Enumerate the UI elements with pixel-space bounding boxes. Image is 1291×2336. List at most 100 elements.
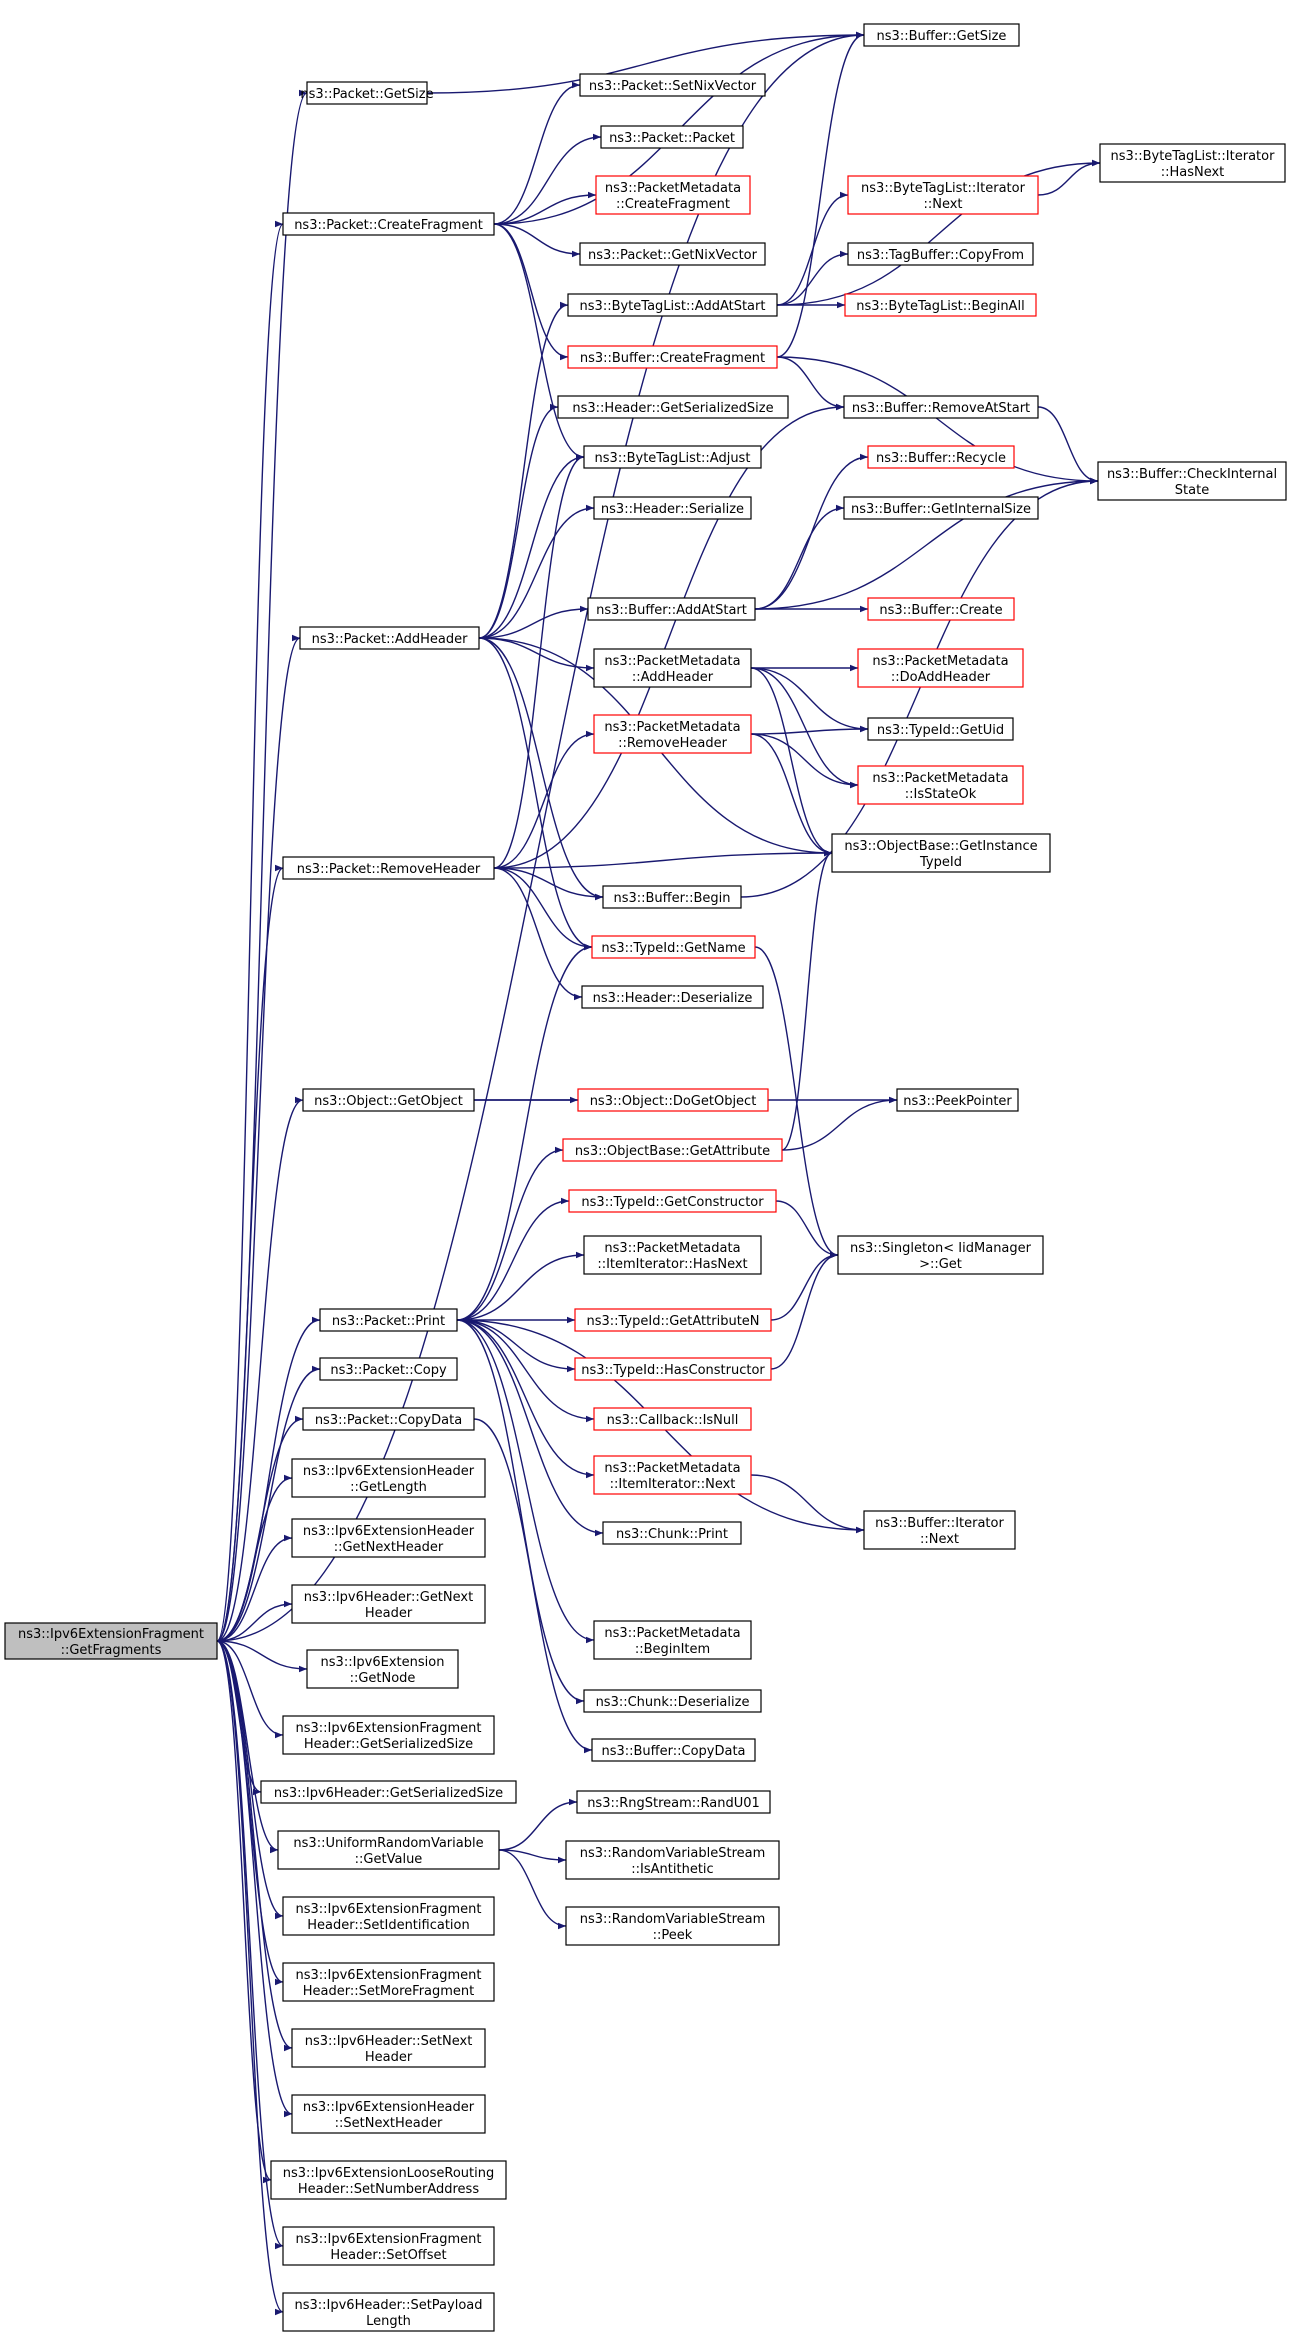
node-packet-copy[interactable]: ns3::Packet::Copy xyxy=(319,1357,458,1381)
node-packet-createfragment[interactable]: ns3::Packet::CreateFragment xyxy=(282,212,495,236)
edge-packet-removeheader-to-typeid-getname xyxy=(493,867,593,951)
node-objectbase-getattribute[interactable]: ns3::ObjectBase::GetAttribute xyxy=(562,1138,783,1162)
node-root[interactable]: ns3::Ipv6ExtensionFragment::GetFragments xyxy=(4,1622,218,1660)
node-box xyxy=(867,717,1014,741)
node-ipv6extfraghdr-setmorefragment[interactable]: ns3::Ipv6ExtensionFragmentHeader::SetMor… xyxy=(282,1962,495,2002)
node-buffer-iterator-next[interactable]: ns3::Buffer::Iterator::Next xyxy=(863,1510,1016,1550)
node-buffer-copydata[interactable]: ns3::Buffer::CopyData xyxy=(591,1738,756,1762)
node-packet-getsize[interactable]: ns3::Packet::GetSize xyxy=(300,81,434,105)
node-label: ns3::Packet::Copy xyxy=(330,1363,447,1378)
node-ipv6hdr-getnextheader[interactable]: ns3::Ipv6Header::GetNextHeader xyxy=(291,1584,486,1624)
node-label: ns3::PacketMetadata xyxy=(604,1241,740,1256)
node-box xyxy=(574,1357,772,1381)
node-header-getserializedsize[interactable]: ns3::Header::GetSerializedSize xyxy=(557,395,789,419)
node-header-deserialize[interactable]: ns3::Header::Deserialize xyxy=(581,985,764,1009)
node-box xyxy=(593,496,752,520)
edge-packet-addheader-to-typeid-getname xyxy=(478,637,593,951)
node-typeid-getname[interactable]: ns3::TypeId::GetName xyxy=(591,935,756,959)
node-buffer-create[interactable]: ns3::Buffer::Create xyxy=(867,597,1015,621)
node-buffer-removeatstart[interactable]: ns3::Buffer::RemoveAtStart xyxy=(843,395,1039,419)
node-typeid-getuid[interactable]: ns3::TypeId::GetUid xyxy=(867,717,1014,741)
node-pm-removeheader[interactable]: ns3::PacketMetadata::RemoveHeader xyxy=(593,714,752,754)
node-typeid-getconstructor[interactable]: ns3::TypeId::GetConstructor xyxy=(568,1189,777,1213)
node-label: ns3::Chunk::Deserialize xyxy=(596,1695,750,1710)
node-label: ns3::Object::DoGetObject xyxy=(590,1094,757,1109)
node-typeid-hasconstructor[interactable]: ns3::TypeId::HasConstructor xyxy=(574,1357,772,1381)
node-packet-addheader[interactable]: ns3::Packet::AddHeader xyxy=(299,626,480,650)
node-box xyxy=(565,1906,780,1946)
node-btl-iter-next[interactable]: ns3::ByteTagList::Iterator::Next xyxy=(847,175,1039,215)
edge-packet-createfragment-to-setnixvector xyxy=(493,81,581,225)
node-pm-doaddheader[interactable]: ns3::PacketMetadata::DoAddHeader xyxy=(857,648,1024,688)
node-btl-addatstart[interactable]: ns3::ByteTagList::AddAtStart xyxy=(567,293,778,317)
node-tagbuffer-copyfrom[interactable]: ns3::TagBuffer::CopyFrom xyxy=(847,242,1034,266)
node-label: ns3::ByteTagList::BeginAll xyxy=(856,299,1024,314)
node-ipv6ext-getnode[interactable]: ns3::Ipv6Extension::GetNode xyxy=(306,1649,459,1689)
node-setnixvector[interactable]: ns3::Packet::SetNixVector xyxy=(579,73,766,97)
node-rvs-isantithetic[interactable]: ns3::RandomVariableStream::IsAntithetic xyxy=(565,1840,780,1880)
node-pm-createfragment[interactable]: ns3::PacketMetadata::CreateFragment xyxy=(595,175,751,215)
node-ipv6exthdr-getlength[interactable]: ns3::Ipv6ExtensionHeader::GetLength xyxy=(291,1458,486,1498)
node-label: ns3::PacketMetadata xyxy=(604,720,740,735)
node-object-dogetobject[interactable]: ns3::Object::DoGetObject xyxy=(577,1088,769,1112)
node-buffer-getinternalsize[interactable]: ns3::Buffer::GetInternalSize xyxy=(843,496,1039,520)
node-callback-isnull[interactable]: ns3::Callback::IsNull xyxy=(593,1407,752,1431)
node-layer: ns3::Ipv6ExtensionFragment::GetFragments… xyxy=(4,23,1287,2332)
node-box xyxy=(867,445,1015,469)
node-pm-isstateok[interactable]: ns3::PacketMetadata::IsStateOk xyxy=(857,765,1024,805)
node-rvs-peek[interactable]: ns3::RandomVariableStream::Peek xyxy=(565,1906,780,1946)
node-ipv6exthdr-setnextheader[interactable]: ns3::Ipv6ExtensionHeader::SetNextHeader xyxy=(291,2094,486,2134)
node-btl-iter-hasnext[interactable]: ns3::ByteTagList::Iterator::HasNext xyxy=(1099,143,1286,183)
node-ipv6hdr-getserializedsize[interactable]: ns3::Ipv6Header::GetSerializedSize xyxy=(260,1780,517,1804)
node-label: ::HasNext xyxy=(1161,165,1225,180)
edge-root-to-packet-removeheader xyxy=(216,864,284,1642)
node-chunk-print[interactable]: ns3::Chunk::Print xyxy=(602,1521,742,1545)
node-pm-itemiter-hasnext[interactable]: ns3::PacketMetadata::ItemIterator::HasNe… xyxy=(583,1235,762,1275)
node-label: ns3::Buffer::RemoveAtStart xyxy=(852,401,1030,416)
node-packet-packet[interactable]: ns3::Packet::Packet xyxy=(600,125,744,149)
node-label: ns3::TypeId::GetAttributeN xyxy=(586,1314,759,1329)
node-peekpointer[interactable]: ns3::PeekPointer xyxy=(896,1088,1019,1112)
node-ipv6extfraghdr-setoffset[interactable]: ns3::Ipv6ExtensionFragmentHeader::SetOff… xyxy=(282,2226,495,2266)
node-pm-beginitem[interactable]: ns3::PacketMetadata::BeginItem xyxy=(593,1620,752,1660)
node-typeid-getattributen[interactable]: ns3::TypeId::GetAttributeN xyxy=(574,1308,772,1332)
node-ipv6extlooserouting-setnumberaddress[interactable]: ns3::Ipv6ExtensionLooseRoutingHeader::Se… xyxy=(270,2160,507,2200)
node-box xyxy=(260,1780,517,1804)
node-label: ::Next xyxy=(920,1532,959,1547)
node-packet-print[interactable]: ns3::Packet::Print xyxy=(319,1308,458,1332)
node-pm-addheader[interactable]: ns3::PacketMetadata::AddHeader xyxy=(593,648,752,688)
node-label: ns3::Buffer::CheckInternal xyxy=(1107,467,1277,482)
node-btl-beginall[interactable]: ns3::ByteTagList::BeginAll xyxy=(844,293,1037,317)
node-packet-removeheader[interactable]: ns3::Packet::RemoveHeader xyxy=(282,856,495,880)
node-ipv6extfraghdr-setidentification[interactable]: ns3::Ipv6ExtensionFragmentHeader::SetIde… xyxy=(282,1896,495,1936)
node-ipv6extfraghdr-getserializedsize[interactable]: ns3::Ipv6ExtensionFragmentHeader::GetSer… xyxy=(282,1715,495,1755)
node-buffer-createfragment[interactable]: ns3::Buffer::CreateFragment xyxy=(567,345,778,369)
node-getnixvector[interactable]: ns3::Packet::GetNixVector xyxy=(579,242,766,266)
node-ipv6exthdr-getnextheader[interactable]: ns3::Ipv6ExtensionHeader::GetNextHeader xyxy=(291,1518,486,1558)
node-rngstream-randu01[interactable]: ns3::RngStream::RandU01 xyxy=(576,1790,771,1814)
node-chunk-deserialize[interactable]: ns3::Chunk::Deserialize xyxy=(583,1689,762,1713)
node-ipv6hdr-setnextheader[interactable]: ns3::Ipv6Header::SetNextHeader xyxy=(291,2028,486,2068)
node-packet-copydata[interactable]: ns3::Packet::CopyData xyxy=(302,1407,475,1431)
node-label: ns3::Buffer::Recycle xyxy=(876,451,1006,466)
node-buffer-begin[interactable]: ns3::Buffer::Begin xyxy=(602,885,742,909)
node-pm-itemiter-next[interactable]: ns3::PacketMetadata::ItemIterator::Next xyxy=(593,1455,752,1495)
node-header-serialize[interactable]: ns3::Header::Serialize xyxy=(593,496,752,520)
node-buffer-getsize[interactable]: ns3::Buffer::GetSize xyxy=(863,23,1020,47)
node-box xyxy=(581,985,764,1009)
node-label: State xyxy=(1175,483,1209,498)
node-urv-getvalue[interactable]: ns3::UniformRandomVariable::GetValue xyxy=(277,1830,500,1870)
node-buffer-addatstart[interactable]: ns3::Buffer::AddAtStart xyxy=(587,597,756,621)
node-label: ns3::Buffer::Create xyxy=(879,603,1002,618)
node-btl-adjust[interactable]: ns3::ByteTagList::Adjust xyxy=(583,445,762,469)
node-box xyxy=(302,1407,475,1431)
node-object-getobject[interactable]: ns3::Object::GetObject xyxy=(302,1088,475,1112)
node-box xyxy=(847,242,1034,266)
node-buffer-recycle[interactable]: ns3::Buffer::Recycle xyxy=(867,445,1015,469)
node-label: ns3::Singleton< IidManager xyxy=(850,1241,1032,1256)
edge-packet-print-to-chunk-deserialize xyxy=(456,1319,585,1705)
node-singleton-get[interactable]: ns3::Singleton< IidManager >::Get xyxy=(837,1235,1044,1275)
